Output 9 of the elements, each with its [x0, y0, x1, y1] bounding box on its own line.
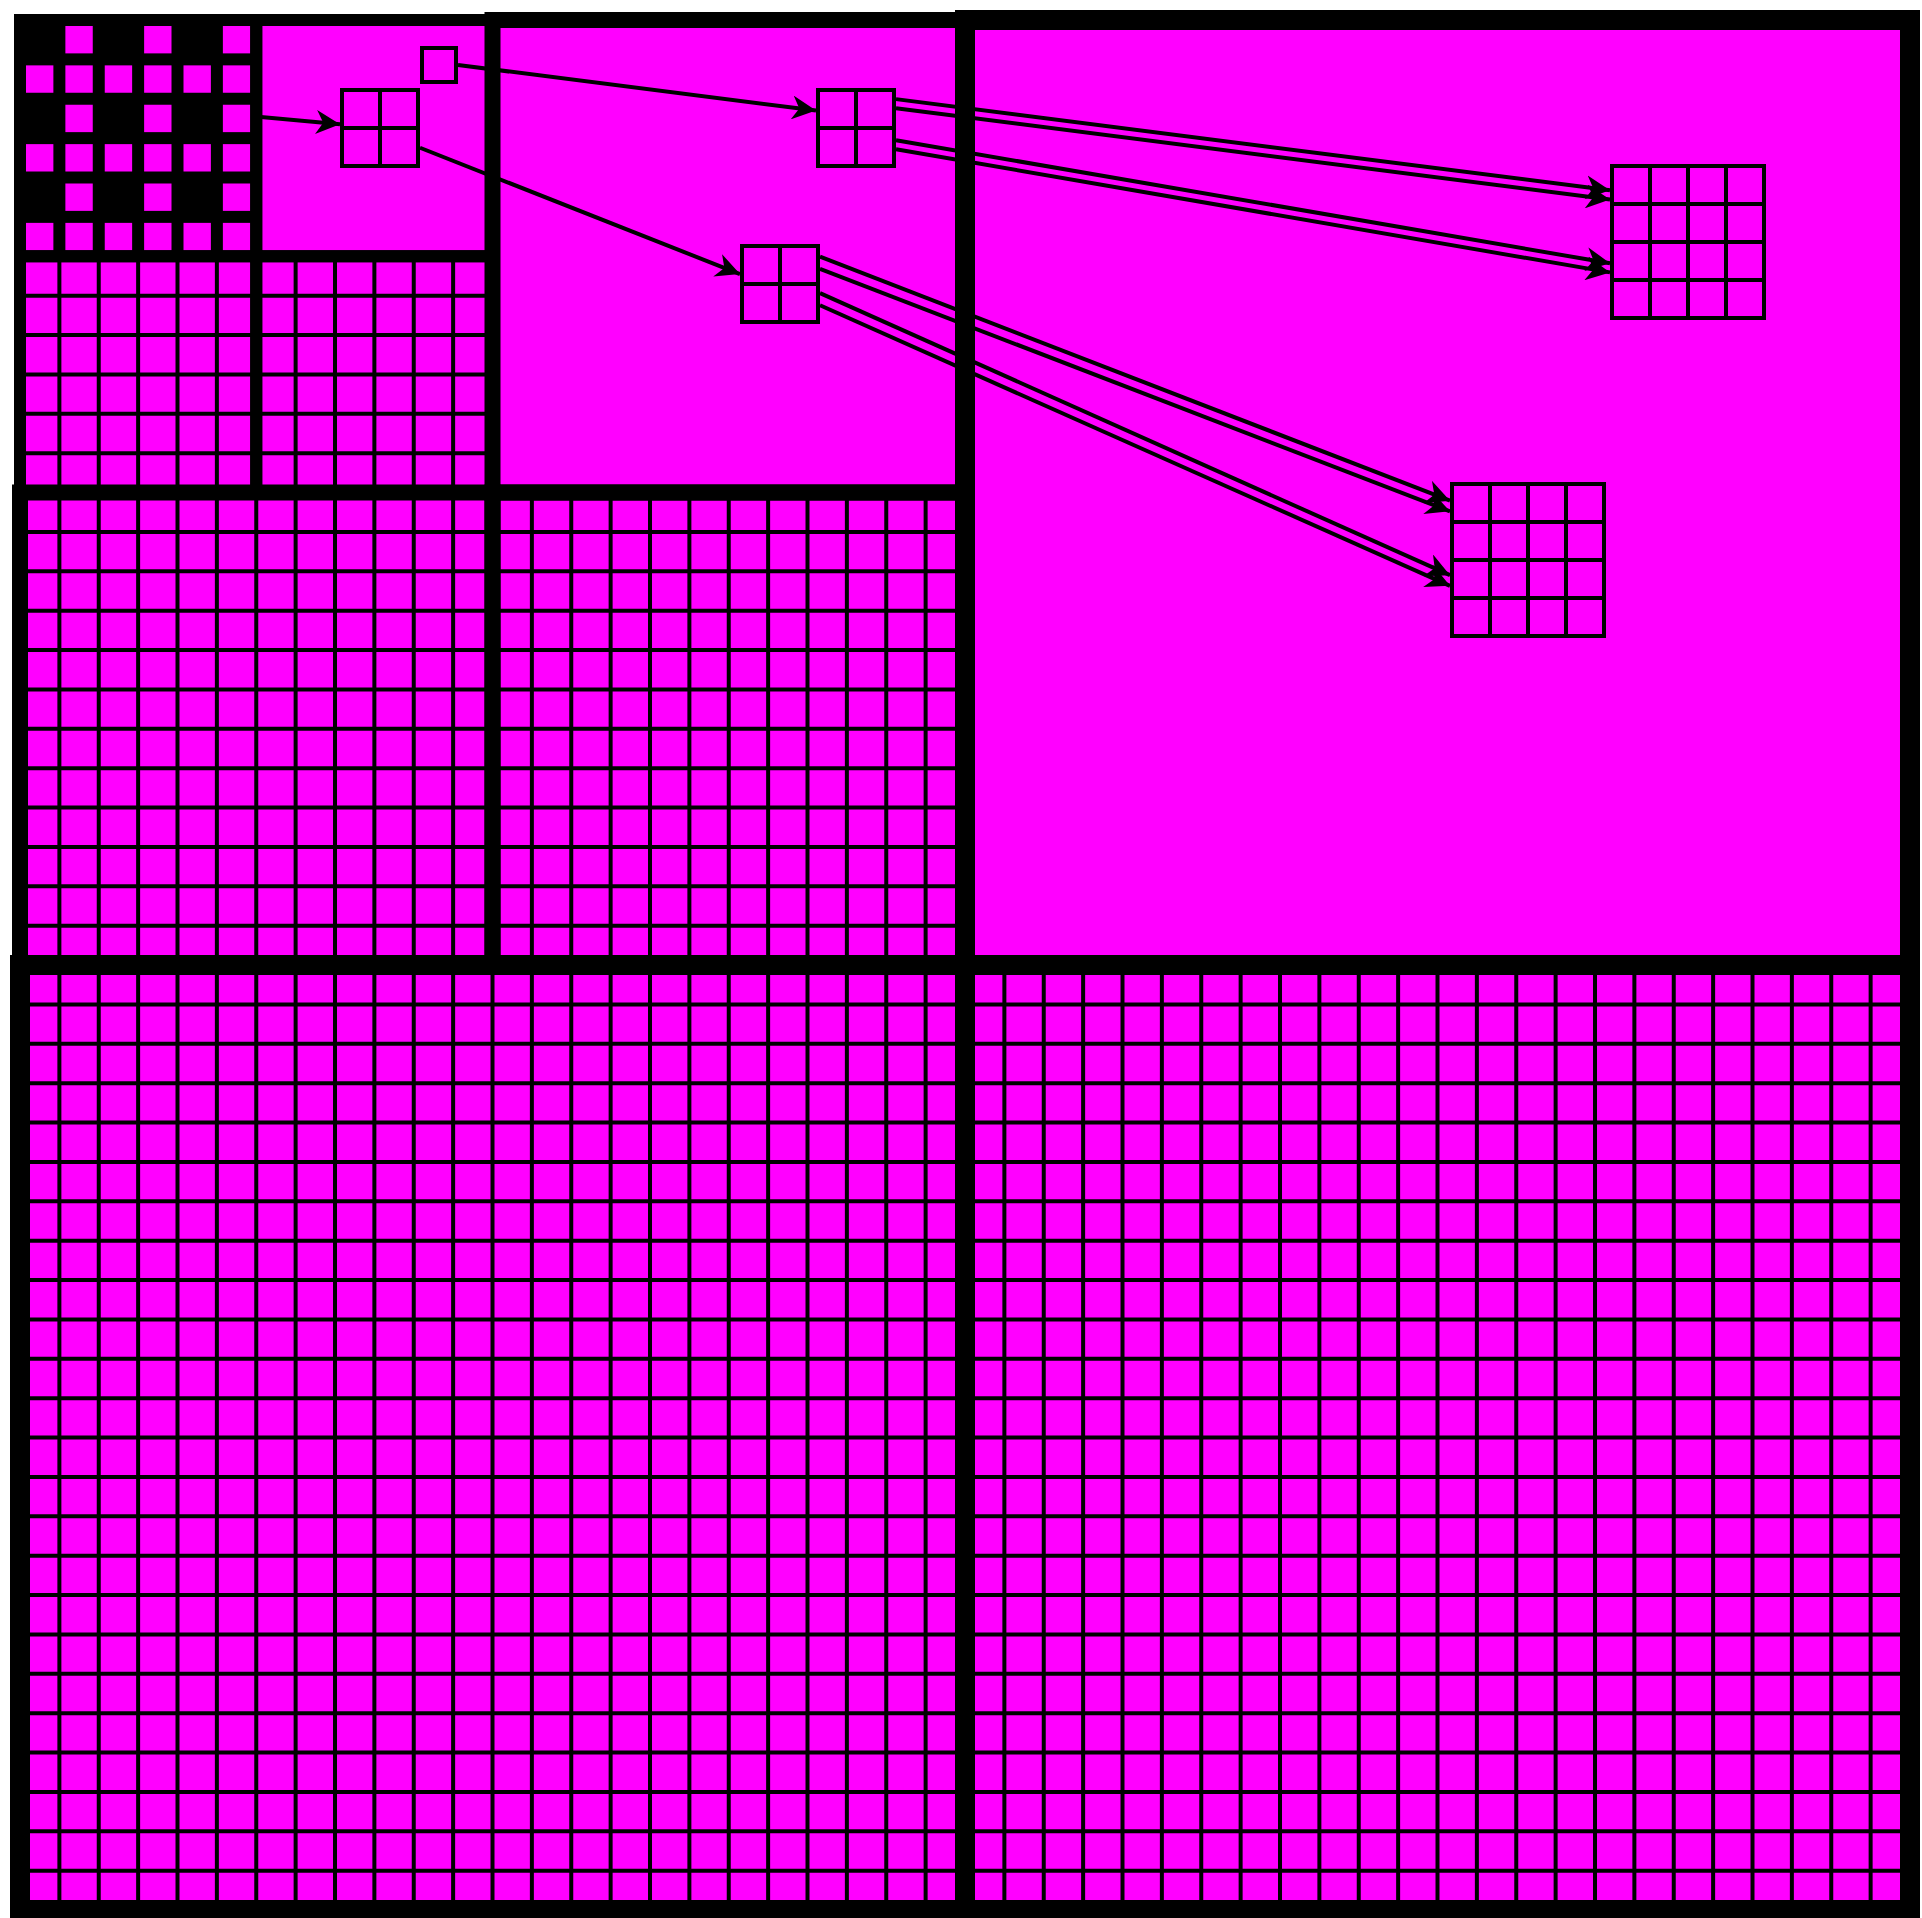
grid-block [1610, 164, 1766, 320]
grid-block [340, 88, 420, 168]
grid-block [816, 88, 896, 168]
square-box [420, 46, 458, 84]
arrow [258, 110, 341, 134]
grid-block [740, 244, 820, 324]
checkerboard-grid [14, 14, 263, 263]
grid-block [1450, 482, 1606, 638]
arrow [419, 145, 741, 277]
